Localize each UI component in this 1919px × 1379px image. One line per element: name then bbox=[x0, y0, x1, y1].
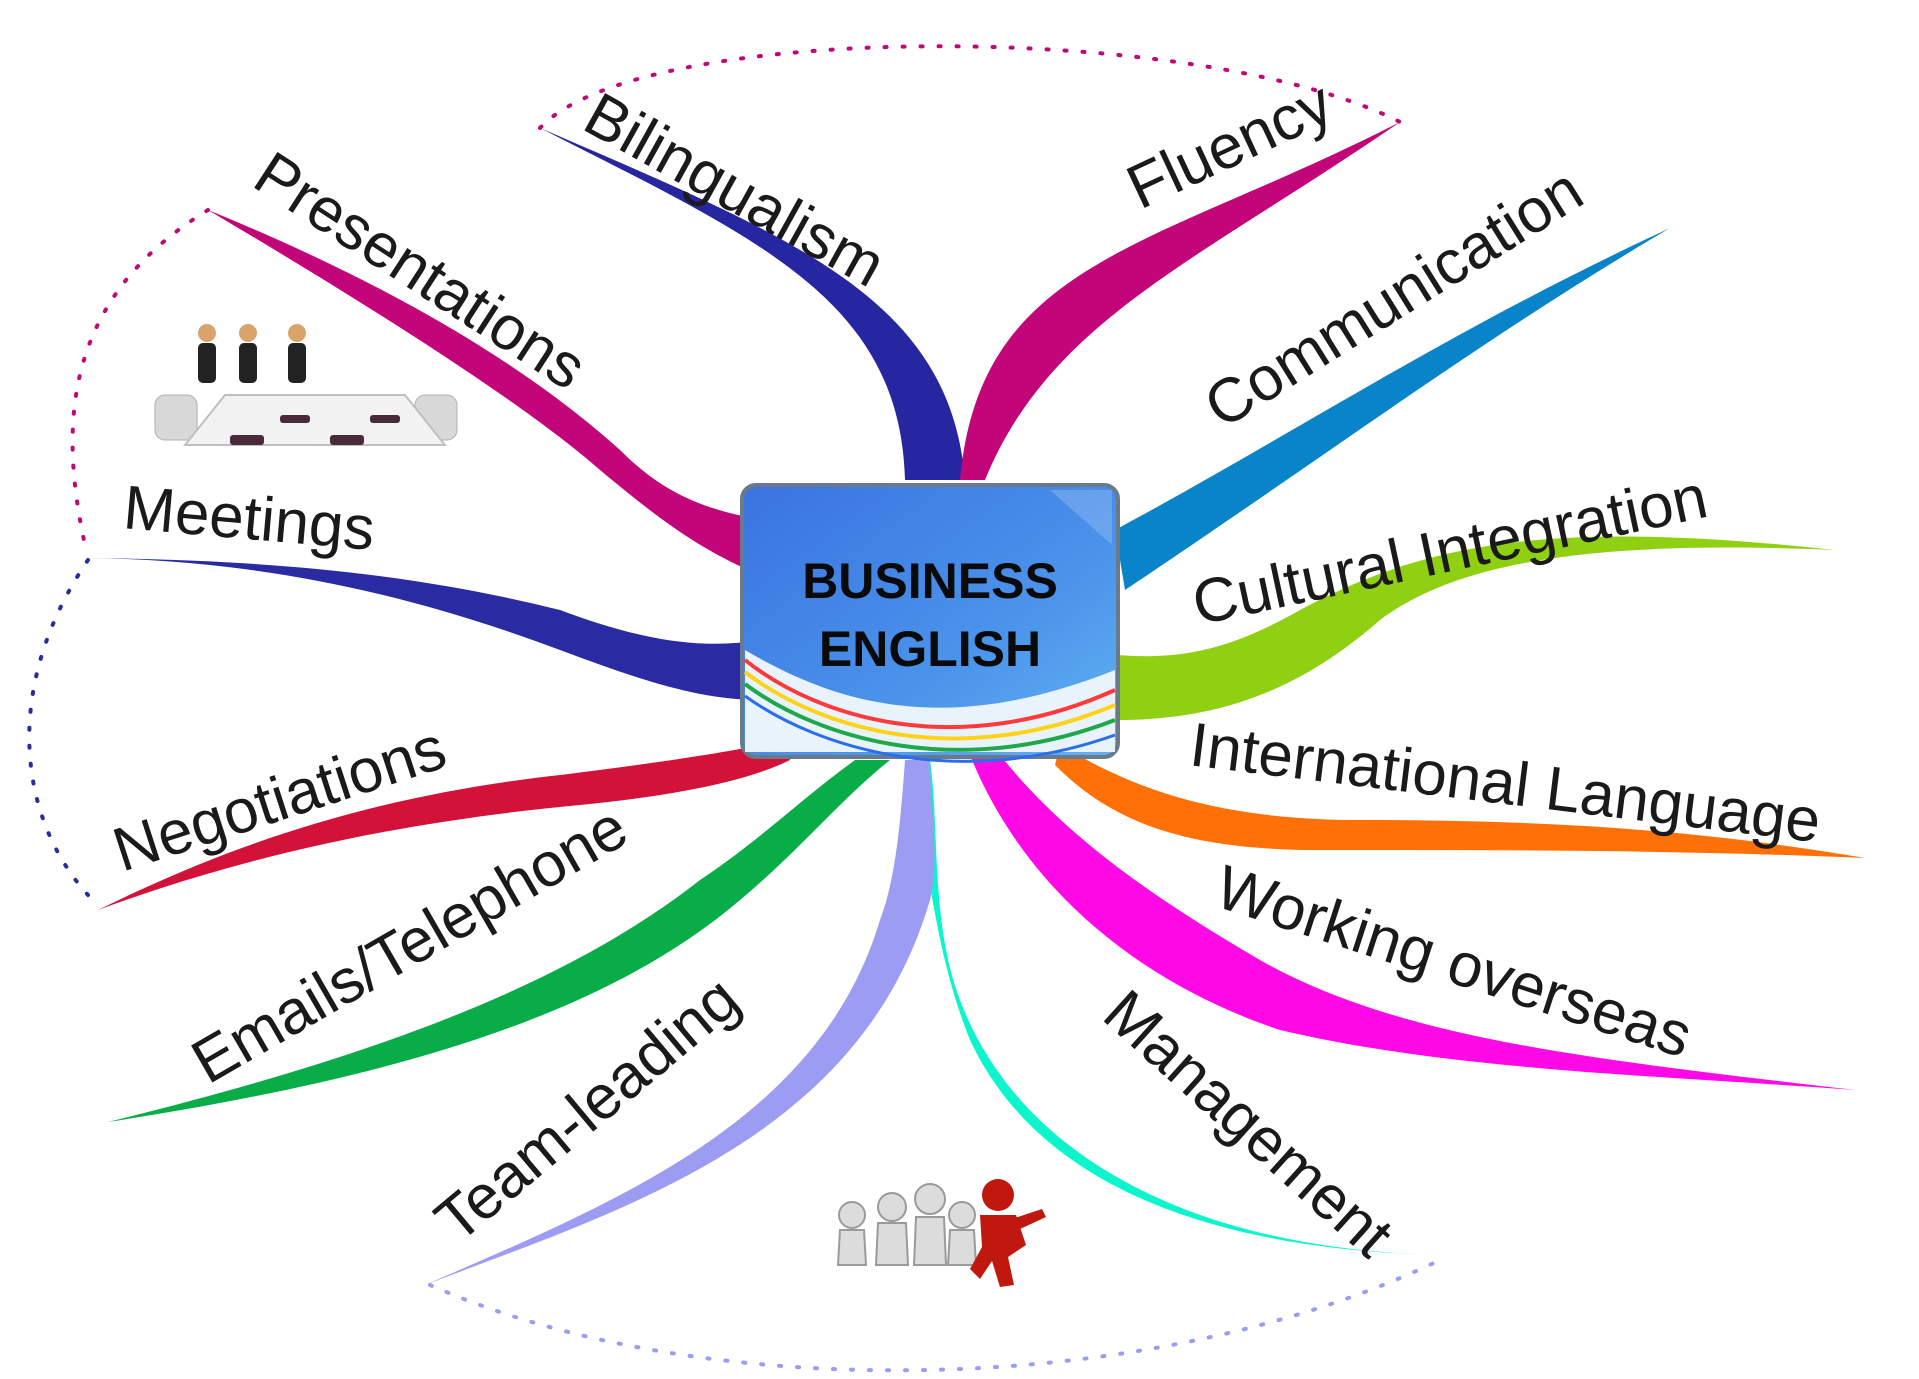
branch-presentations bbox=[208, 210, 765, 575]
branch-cultural-integration bbox=[1118, 536, 1835, 720]
center-title-line1: BUSINESS bbox=[802, 553, 1058, 609]
label-fluency: Fluency bbox=[1117, 68, 1343, 222]
branch-team-leading bbox=[425, 760, 935, 1285]
meeting-table-figures-icon bbox=[154, 324, 458, 446]
branch-emails-telephone bbox=[108, 760, 890, 1122]
center-topic-box: BUSINESS ENGLISH bbox=[740, 483, 1120, 763]
branch-international-language bbox=[1055, 745, 1865, 858]
branch-working-overseas bbox=[970, 755, 1855, 1090]
branch-bilingualism bbox=[540, 128, 965, 480]
center-title-line2: ENGLISH bbox=[819, 621, 1041, 677]
left-lower-group-dotted-arc bbox=[27, 558, 90, 897]
leader-running-ahead-icon bbox=[836, 1179, 1046, 1287]
branch-fluency bbox=[960, 122, 1400, 480]
branch-management bbox=[905, 760, 1440, 1255]
branch-negotiations bbox=[98, 740, 790, 910]
branch-communication bbox=[1115, 228, 1670, 590]
label-negotiations: Negotiations bbox=[105, 713, 454, 885]
label-meetings: Meetings bbox=[121, 473, 378, 564]
bottom-group-dotted-arc bbox=[428, 1258, 1442, 1373]
branch-meetings bbox=[88, 558, 760, 700]
label-bilingualism: Bilingualism bbox=[573, 80, 896, 301]
